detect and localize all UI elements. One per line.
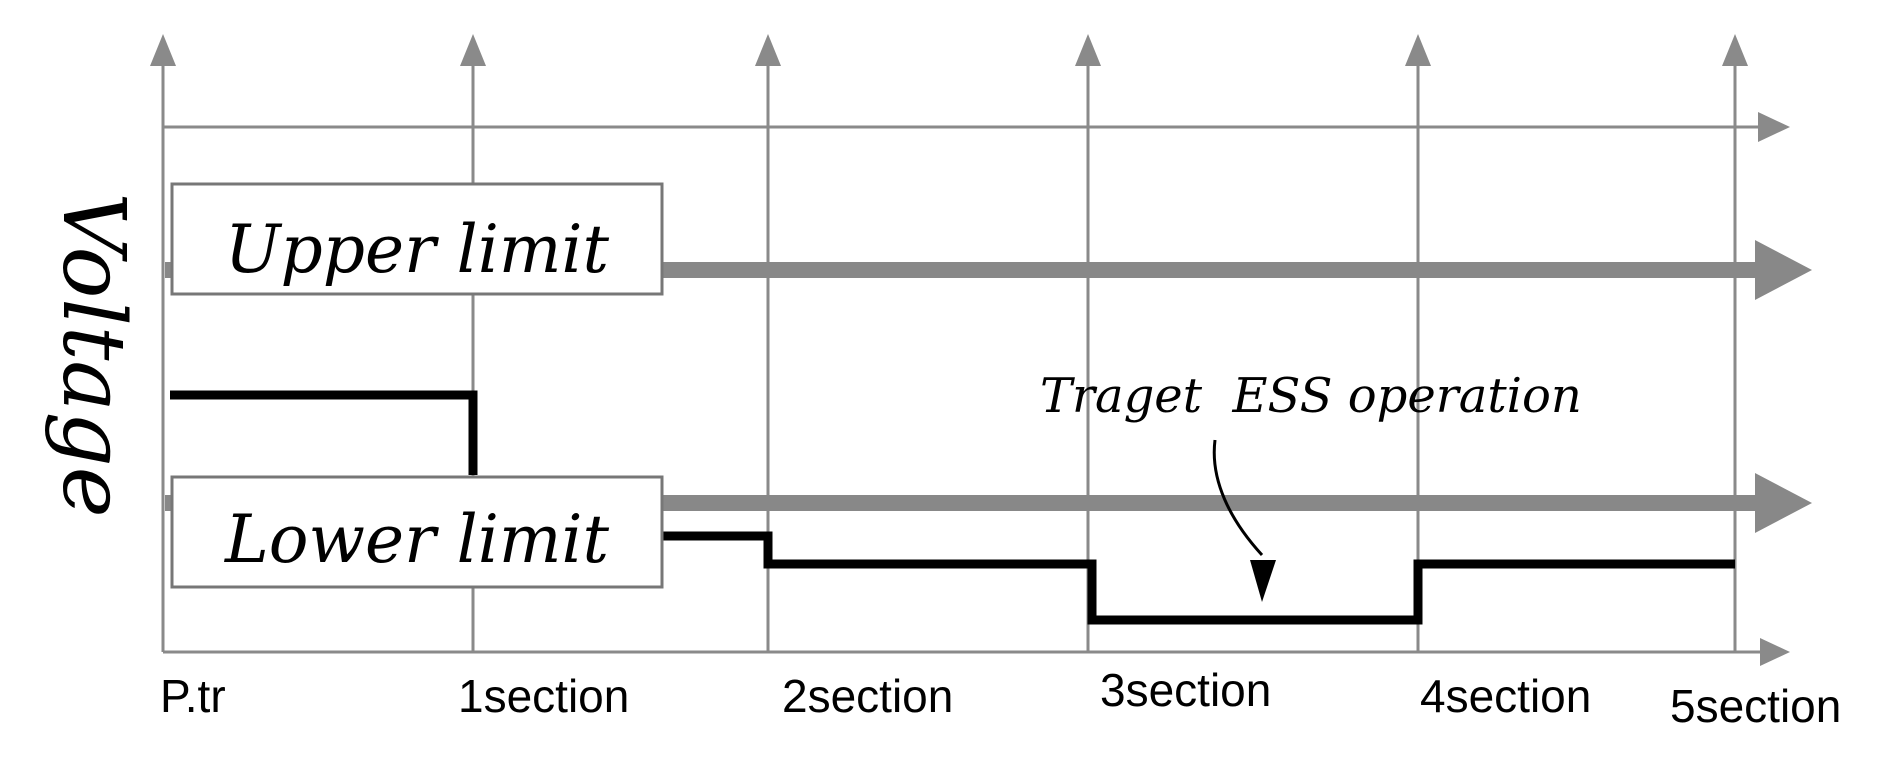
upper-limit-box: Upper limit [170, 182, 664, 296]
lower-limit-label: Lower limit [224, 501, 610, 578]
voltage-profile [170, 390, 1735, 625]
section-label-4: 4section [1420, 670, 1591, 722]
section-label-2: 2section [782, 670, 953, 722]
lower-limit-box: Lower limit [170, 475, 664, 589]
bottom-axis [163, 638, 1790, 666]
y-axis-label: Voltage [43, 192, 143, 517]
up-arrow-icon [755, 34, 781, 66]
ess-annotation: Traget ESS operation [1040, 368, 1582, 602]
section-labels: P.tr 1section 2section 3section 4section… [160, 664, 1841, 732]
up-arrow-icon [1075, 34, 1101, 66]
right-arrow-icon [1758, 112, 1790, 142]
right-arrow-icon [1755, 240, 1812, 300]
arrowhead-icon [1250, 560, 1276, 602]
right-arrow-icon [1755, 473, 1812, 533]
section-label-3: 3section [1100, 664, 1271, 716]
curved-arrow-icon [1212, 439, 1264, 557]
section-label-ptr: P.tr [160, 670, 226, 722]
top-axis [163, 112, 1790, 142]
up-arrow-icon [150, 34, 176, 66]
ess-annotation-label: Traget ESS operation [1040, 368, 1582, 424]
section-label-5: 5section [1670, 680, 1841, 732]
profile-line-lower-segment [662, 531, 1735, 625]
up-arrow-icon [1722, 34, 1748, 66]
upper-limit-label: Upper limit [225, 211, 610, 288]
up-arrow-icon [1405, 34, 1431, 66]
right-arrow-icon [1760, 638, 1790, 666]
section-label-1: 1section [458, 670, 629, 722]
up-arrow-icon [460, 34, 486, 66]
profile-line-upper-segment [170, 390, 478, 475]
